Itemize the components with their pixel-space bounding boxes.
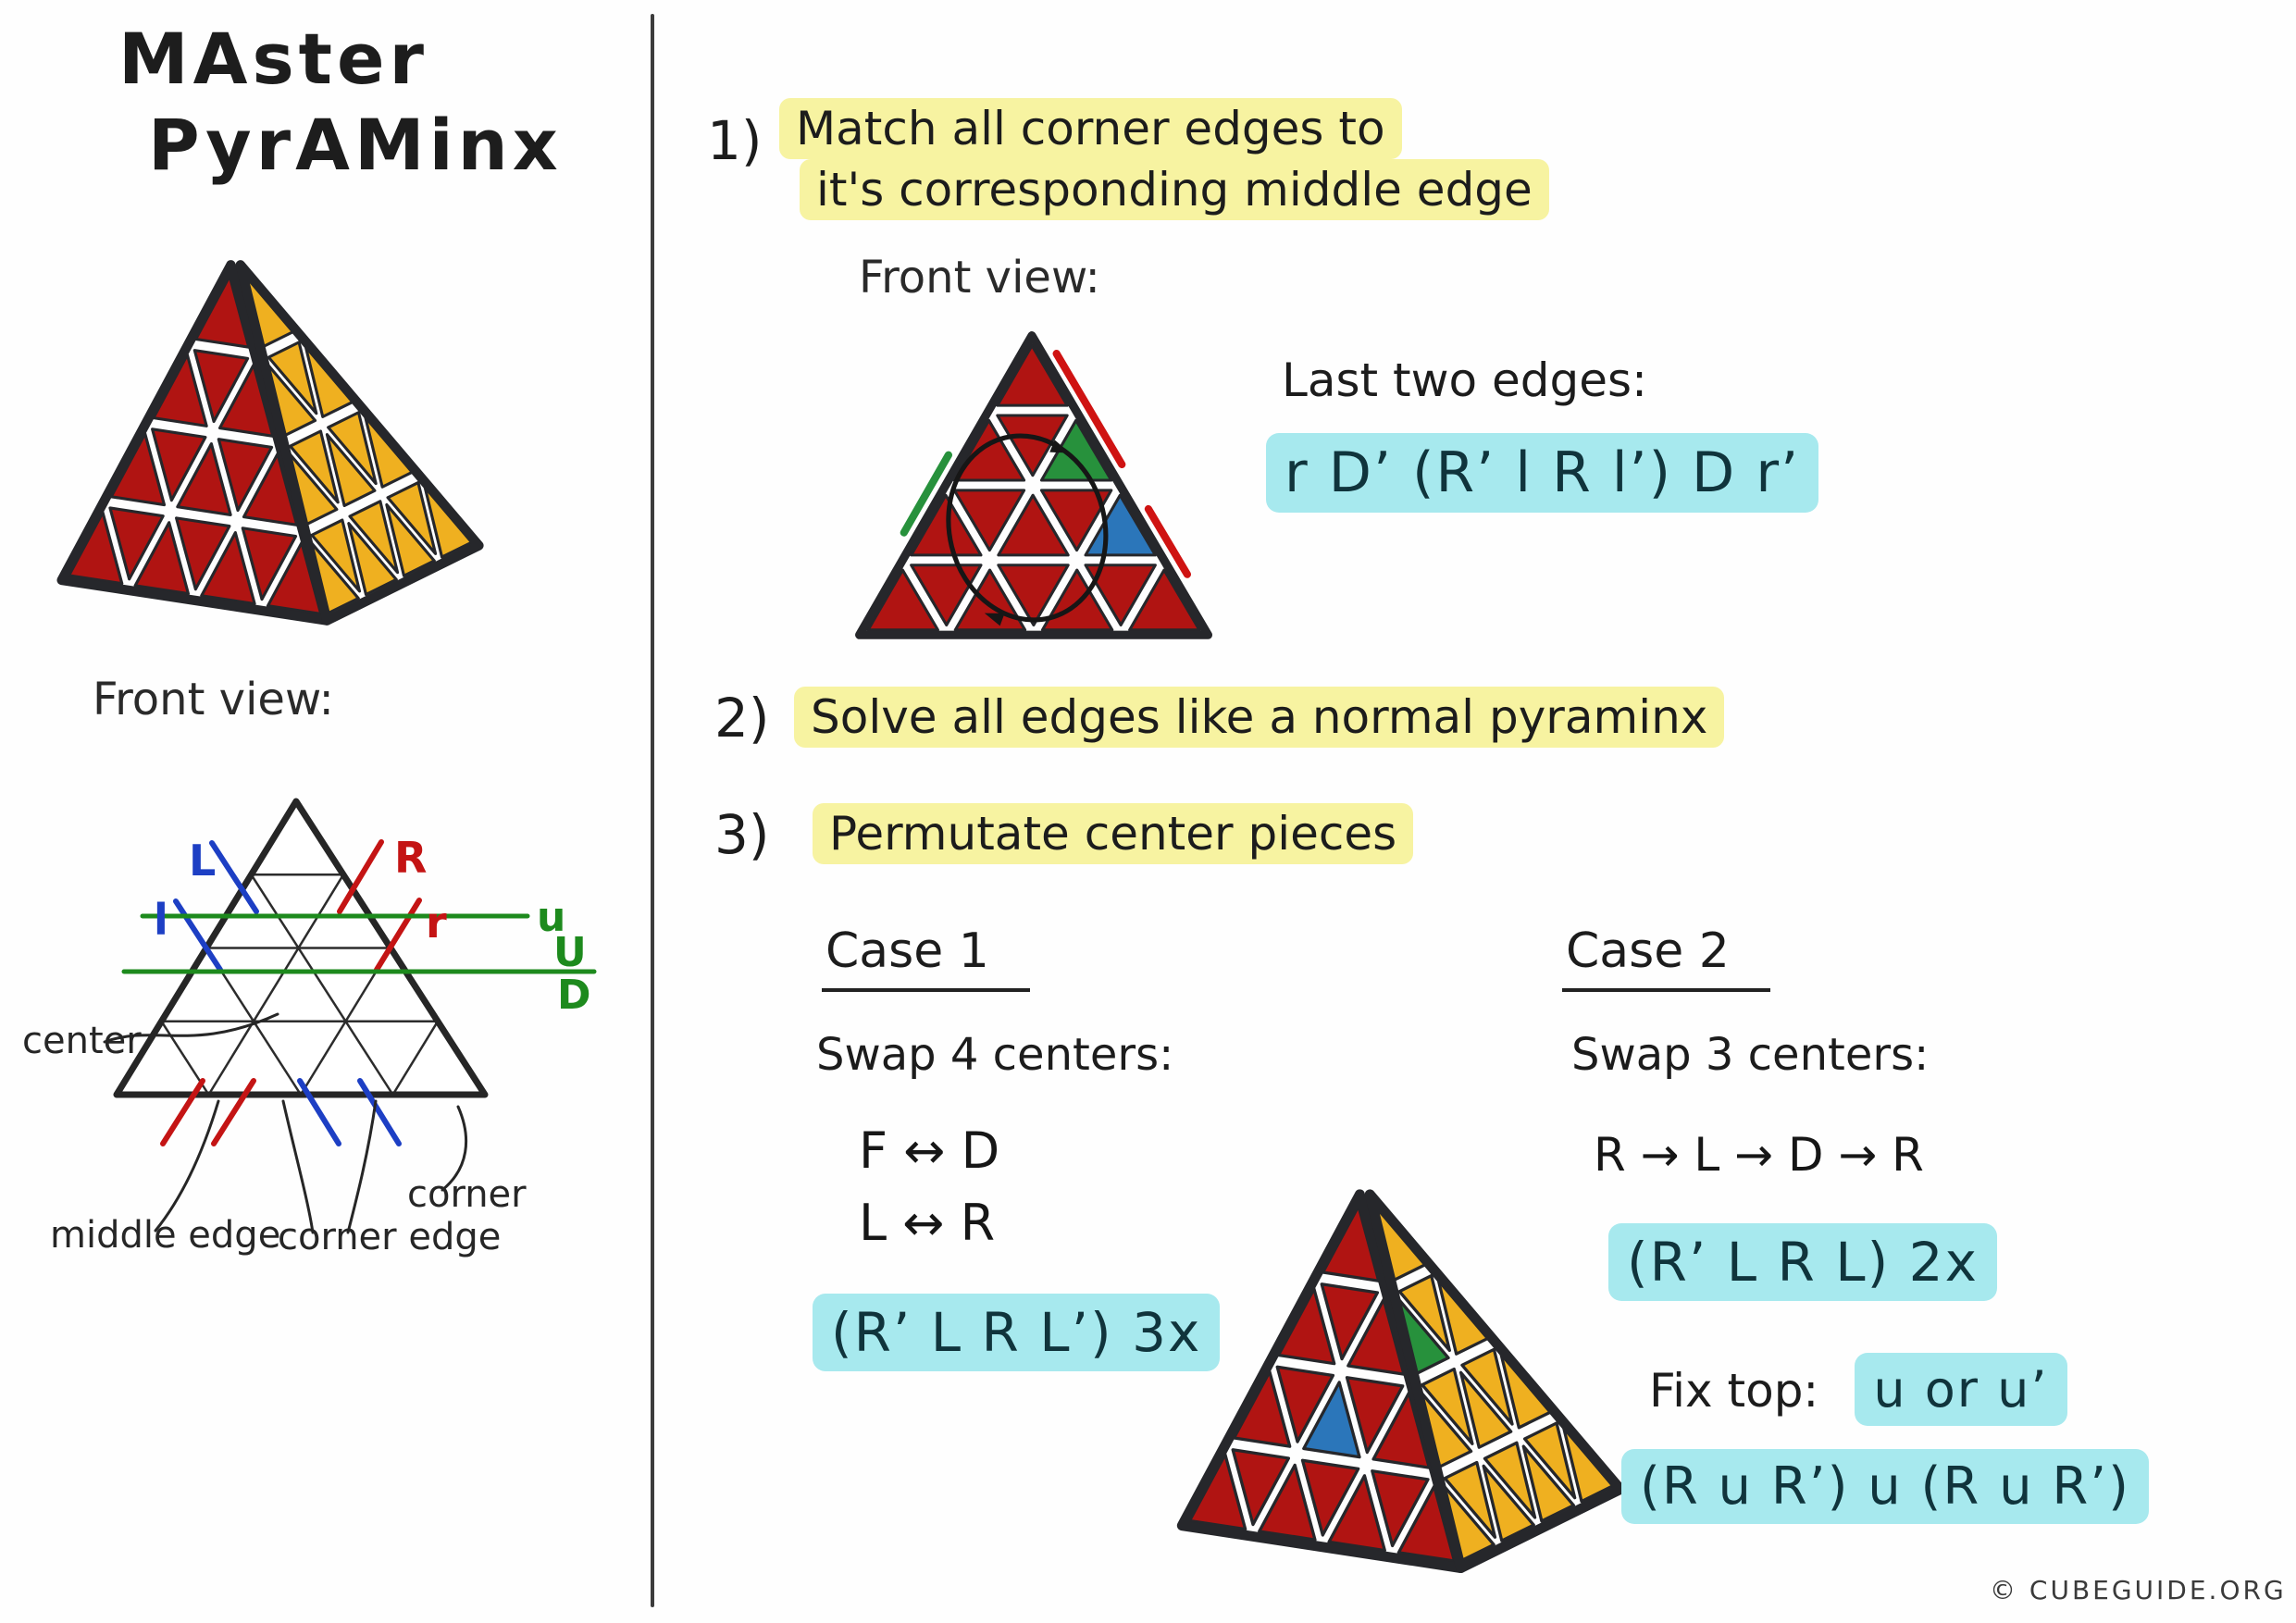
pointer-center [103,1012,279,1044]
case-1-swap-a: F ↔ D [859,1121,1000,1180]
label-U: U [553,929,587,976]
page-title-line1: MAster [118,18,429,100]
label-corner: corner [407,1173,527,1216]
front-view-diagram: L l R r u U D center corner middle edge … [22,798,597,1258]
last-two-edges-label: Last two edges: [1282,353,1647,407]
pointer-middle-edge [154,1099,220,1233]
case-2-subtitle: Swap 3 centers: [1571,1029,1930,1081]
case-1-algorithm: (R’ L R L’) 3x [813,1294,1221,1371]
red-accent-mark-1 [1052,350,1126,469]
step-1-front-view [855,331,1213,639]
case-2-algorithm: (R’ L R L) 2x [1608,1223,1997,1301]
step-1-line1: Match all corner edges to [779,98,1402,159]
layer-line-l [173,898,223,973]
green-accent-mark [900,451,952,537]
column-divider [651,14,654,1607]
case-2-title: Case 2 [1562,923,1770,992]
pointer-corner-edge-1 [281,1099,315,1234]
cycle-arrow-head-2 [984,613,1005,626]
label-D: D [557,972,591,1019]
page-title-line2: PyrAMinx [148,103,563,186]
red-accent-mark-2 [1144,504,1191,578]
label-l: l [154,895,168,945]
label-corner-edge: corner edge [278,1216,501,1258]
step-3-number: 3) [714,803,770,866]
case-1-swaps: F ↔ D L ↔ R [859,1115,999,1260]
front-view-label-left: Front view: [93,674,334,725]
front-view-label-right: Front view: [859,252,1100,304]
layer-line-L [209,840,259,914]
label-u: u [537,894,565,941]
right-face-outline [1364,1189,1626,1574]
layer-line-r [374,898,422,973]
step-2-text: Solve all edges like a normal pyraminx [794,687,1725,748]
pointer-corner [441,1105,468,1192]
fix-top-algorithm: u or u’ [1855,1353,2067,1426]
page-title: MAster PyrAMinx [118,17,563,188]
step-1-number: 1) [707,109,763,172]
step-3-text: Permutate center pieces [813,803,1414,864]
cycle-arrow-loop [946,433,1109,623]
site-credit: © CUBEGUIDE.ORG [1990,1575,2287,1605]
layer-line-L-bottom [357,1078,402,1146]
layer-line-R-bottom [160,1078,205,1146]
case-1-swap-b: L ↔ R [859,1194,996,1253]
step-2-number: 2) [714,687,770,750]
layer-line-R [337,839,384,914]
last-two-edges-algorithm: r D’ (R’ l R l’) D r’ [1266,433,1819,513]
right-face [244,274,474,615]
front-face [67,274,323,615]
step-1-line2: it's corresponding middle edge [800,159,1549,220]
case-2-cycle: R → L → D → R [1594,1128,1924,1182]
case-1-subtitle: Swap 4 centers: [816,1029,1174,1081]
label-L: L [189,836,216,886]
label-R: R [394,833,427,883]
layer-line-l-bottom [297,1078,341,1146]
pyraminx-illustration [56,260,484,626]
step1-face [866,343,1201,632]
case-2-algorithm-2: (R u R’) u (R u R’) [1621,1449,2149,1524]
pointer-corner-edge-2 [346,1099,378,1234]
case-pyraminx-illustration [1176,1189,1626,1574]
step1-face-outline [855,331,1213,639]
fix-top-row: Fix top: u or u’ [1649,1353,2067,1426]
right-face-outline [235,260,484,626]
front-face [1187,1204,1457,1563]
layer-line-r-bottom [211,1078,256,1146]
label-center: center [22,1020,142,1062]
step-1-text: Match all corner edges to it's correspon… [779,98,1549,220]
fix-top-label: Fix top: [1649,1364,1819,1418]
label-r: r [426,898,447,948]
cycle-arrow-head-1 [1049,440,1070,453]
label-middle-edge: middle edge [50,1214,280,1257]
case-1-title: Case 1 [822,923,1030,992]
